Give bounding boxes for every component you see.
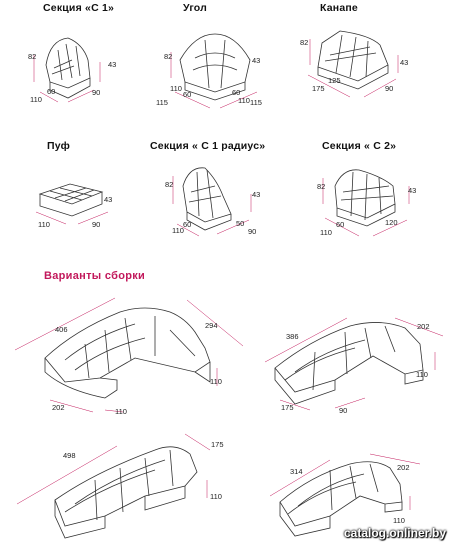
module-title-c2: Секция « С 2» — [322, 140, 397, 152]
corner-dim-c: 60 — [232, 88, 241, 97]
corner-dim-e: 110 — [238, 96, 250, 105]
module-title-kanape: Канапе — [320, 2, 358, 14]
c2-dim-height: 82 — [317, 182, 326, 191]
v3-dim-175: 175 — [211, 440, 224, 449]
kanape-dim-width: 125 — [328, 76, 341, 85]
v4-dim-314: 314 — [290, 467, 303, 476]
v2-dim-110: 110 — [416, 370, 428, 379]
corner-dim-f: 115 — [156, 98, 168, 107]
module-title-c1-radius: Секция « С 1 радиус» — [150, 140, 266, 152]
v4-dim-110: 110 — [393, 516, 405, 525]
c1r-dim-r2: 90 — [248, 227, 257, 236]
c2-dim-left: 110 — [320, 228, 332, 237]
puf-dim-left: 110 — [38, 220, 50, 229]
v3-dim-110: 110 — [210, 492, 222, 501]
c2-dim-width: 60 — [336, 220, 345, 229]
assembly-variant-4-sketch — [269, 453, 421, 537]
c1-dim-width: 60 — [47, 87, 56, 96]
v4-dim-202: 202 — [397, 463, 410, 472]
puf-sketch — [35, 183, 109, 225]
v2-dim-90: 90 — [339, 406, 348, 415]
v1-dim-110a: 110 — [210, 377, 222, 386]
assembly-variant-3-sketch — [16, 433, 211, 539]
c1r-dim-left: 110 — [172, 226, 184, 235]
v1-dim-294: 294 — [205, 321, 218, 330]
v2-dim-175: 175 — [281, 403, 294, 412]
c1-dim-left: 110 — [30, 95, 42, 104]
corner-dim-b: 60 — [183, 90, 192, 99]
v3-dim-498: 498 — [63, 451, 76, 460]
v1-dim-110b: 110 — [115, 407, 127, 416]
corner-dim-depth: 43 — [252, 56, 261, 65]
c1r-dim-r1: 50 — [236, 219, 245, 228]
v1-dim-202: 202 — [52, 403, 65, 412]
module-title-puf: Пуф — [47, 140, 71, 152]
assembly-variant-1-sketch — [14, 297, 244, 413]
c1r-dim-height: 82 — [165, 180, 174, 189]
assembly-heading: Варианты сборки — [44, 270, 146, 282]
corner-section-sketch — [170, 33, 258, 109]
kanape-dim-right: 90 — [385, 84, 394, 93]
c1-dim-depth: 43 — [108, 60, 117, 69]
kanape-dim-depth: 43 — [400, 58, 409, 67]
c1r-dim-depth: 43 — [252, 190, 261, 199]
c1r-dim-width: 60 — [183, 220, 192, 229]
kanape-dim-left: 175 — [312, 84, 325, 93]
v2-dim-386: 386 — [286, 332, 299, 341]
corner-dim-a: 110 — [170, 84, 182, 93]
corner-dim-g: 115 — [250, 98, 262, 107]
c2-dim-right: 120 — [385, 218, 398, 227]
c1-section-sketch — [33, 37, 101, 103]
v1-dim-406: 406 — [55, 325, 68, 334]
v2-dim-202: 202 — [417, 322, 430, 331]
corner-dim-height: 82 — [164, 52, 173, 61]
kanape-sketch — [307, 30, 399, 98]
c1-dim-right: 90 — [92, 88, 101, 97]
kanape-dim-height: 82 — [300, 38, 309, 47]
assembly-variant-2-sketch — [264, 317, 444, 411]
puf-dim-right: 90 — [92, 220, 101, 229]
c2-dim-depth: 43 — [408, 186, 417, 195]
module-title-corner: Угол — [183, 2, 207, 14]
puf-dim-depth: 43 — [104, 195, 113, 204]
watermark: catalog.onliner.by — [343, 526, 446, 540]
c1-dim-height: 82 — [28, 52, 37, 61]
module-title-c1: Секция «С 1» — [43, 2, 115, 14]
c1-radius-sketch — [172, 167, 252, 237]
c2-section-sketch — [322, 169, 410, 237]
